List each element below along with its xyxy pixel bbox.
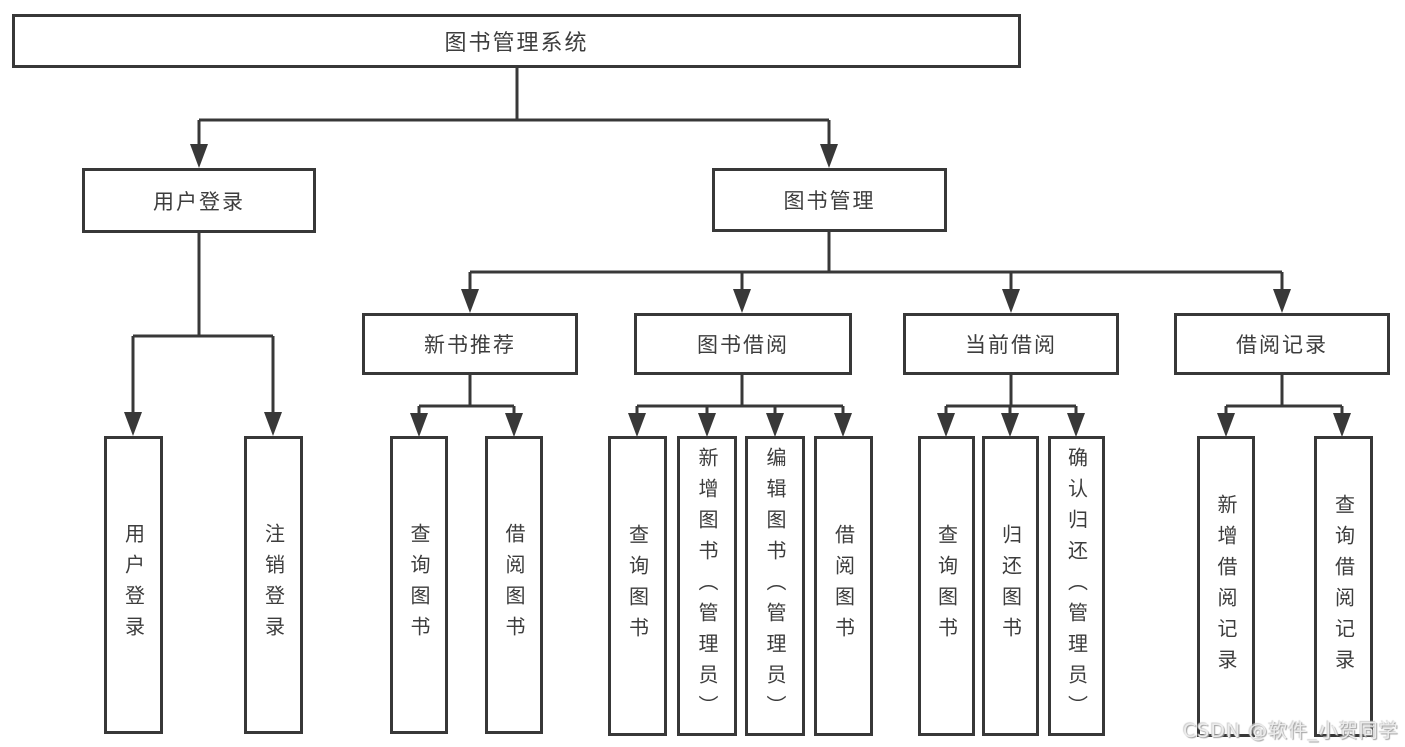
arrow-down-icon [190,144,208,168]
arrow-down-icon [628,413,646,437]
arrow-down-icon [1067,413,1085,437]
node-label: 用户登录 [121,523,146,647]
node-label: 确认归还（管理员） [1064,446,1089,726]
node-label: 借阅图书 [831,524,856,648]
node-label: 新书推荐 [424,333,516,357]
node-label: 借阅图书 [502,523,526,647]
node-label: 编辑图书（管理员） [763,446,787,726]
arrow-down-icon [1001,413,1019,437]
node-label: 用户登录 [153,189,245,214]
node-new-book-recommendation: 新书推荐 [362,313,578,375]
node-book-management: 图书管理 [712,168,947,232]
branch-line [470,232,1282,274]
arrow-down-icon [1333,413,1351,437]
node-current-borrowing: 当前借阅 [903,313,1119,375]
leaf-query-books-recommend: 查询图书 [390,436,448,734]
node-root: 图书管理系统 [12,14,1021,68]
node-label: 查询图书 [625,524,650,648]
branch-line [133,233,273,338]
arrow-down-icon [937,413,955,437]
node-label: 查询图书 [934,524,959,648]
leaf-query-books-borrowing: 查询图书 [608,436,667,736]
branch-line [637,375,843,408]
node-label: 查询图书 [407,523,431,647]
branch-line [199,68,829,122]
node-label: 图书借阅 [697,333,789,357]
arrow-down-icon [733,289,751,313]
node-borrowing-records: 借阅记录 [1174,313,1390,375]
node-user-login: 用户登录 [82,168,316,233]
arrow-down-icon [461,289,479,313]
leaf-query-books-current: 查询图书 [918,436,975,736]
arrow-down-icon [698,413,716,437]
node-label: 图书管理 [783,189,876,213]
leaf-add-borrow-record: 新增借阅记录 [1197,436,1255,737]
node-book-borrowing: 图书借阅 [634,313,852,375]
leaf-logout: 注销登录 [244,436,303,734]
csdn-watermark: CSDN @软件_小贺同学 [1183,720,1399,742]
arrow-down-icon [1002,289,1020,313]
node-label: 图书管理系统 [444,31,589,56]
arrow-down-icon [766,413,784,437]
leaf-confirm-return-admin: 确认归还（管理员） [1048,436,1105,736]
leaf-add-book-admin: 新增图书（管理员） [677,436,737,736]
arrow-down-icon [124,412,142,436]
leaf-user-login: 用户登录 [104,436,163,734]
leaf-return-books: 归还图书 [982,436,1039,736]
node-label: 查询借阅记录 [1331,493,1356,680]
node-label: 注销登录 [261,523,286,647]
arrow-down-icon [505,413,523,437]
node-label: 新增借阅记录 [1214,493,1238,680]
node-label: 当前借阅 [965,333,1057,357]
arrow-down-icon [1273,289,1291,313]
leaf-borrow-books-borrowing: 借阅图书 [814,436,873,736]
leaf-borrow-books-recommend: 借阅图书 [485,436,543,734]
arrow-down-icon [820,144,838,168]
node-label: 新增图书（管理员） [695,446,719,726]
branch-line [946,375,1076,408]
branch-line [419,375,514,408]
arrow-down-icon [264,412,282,436]
branch-line [1226,375,1342,408]
node-label: 归还图书 [998,524,1023,648]
arrow-down-icon [1217,413,1235,437]
leaf-query-borrow-record: 查询借阅记录 [1314,436,1373,737]
arrow-down-icon [834,413,852,437]
leaf-edit-book-admin: 编辑图书（管理员） [745,436,805,736]
arrow-down-icon [410,413,428,437]
node-label: 借阅记录 [1236,333,1328,357]
